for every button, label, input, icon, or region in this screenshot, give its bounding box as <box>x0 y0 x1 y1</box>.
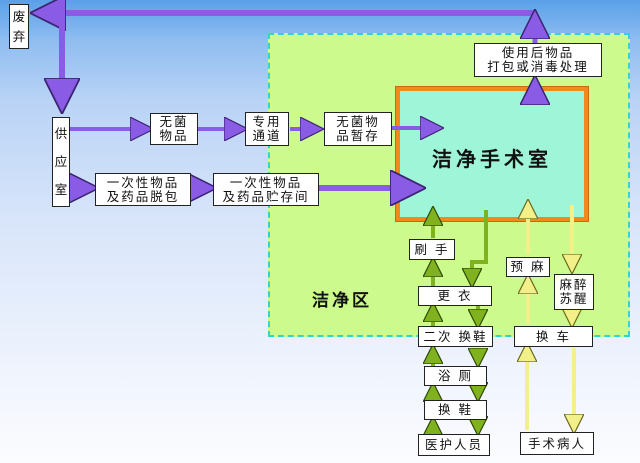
node-anesthesia-recovery: 麻醉 苏醒 <box>554 274 594 310</box>
node-shower-toilet: 浴 厕 <box>424 366 487 386</box>
node-transfer-cart: 换 车 <box>514 326 593 347</box>
node-pre-anesthesia: 预 麻 <box>506 257 550 277</box>
node-supply-room: 供 应 室 <box>52 117 70 207</box>
operating-room: 洁净手术室 <box>395 86 589 222</box>
node-sterile-temp-storage: 无菌物 品暂存 <box>324 112 392 146</box>
patient-flow <box>527 203 574 430</box>
node-disposable-unpack: 一次性物品 及药品脱包 <box>95 173 191 206</box>
node-disposable-storage: 一次性物品 及药品贮存间 <box>213 173 319 206</box>
arrow-or-to-change <box>472 210 488 284</box>
node-scrub-hands: 刷 手 <box>409 239 455 260</box>
node-sterile-items: 无菌 物品 <box>150 113 198 145</box>
node-surgery-patient: 手术病人 <box>520 432 594 455</box>
node-change-clothes: 更 衣 <box>418 286 492 306</box>
node-second-shoe-change: 二次 换鞋 <box>418 326 493 347</box>
node-shoe-change: 换 鞋 <box>424 400 487 420</box>
node-dedicated-passage: 专用 通道 <box>245 112 289 146</box>
clean-zone-label: 洁净区 <box>312 291 372 311</box>
node-medical-staff: 医护人员 <box>418 434 490 456</box>
supply-flow <box>36 13 535 188</box>
staff-flow <box>433 210 488 434</box>
node-waste: 废 弃 <box>9 4 29 49</box>
operating-room-label: 洁净手术室 <box>432 147 552 171</box>
node-used-items-processing: 使用后物品 打包或消毒处理 <box>474 43 602 77</box>
